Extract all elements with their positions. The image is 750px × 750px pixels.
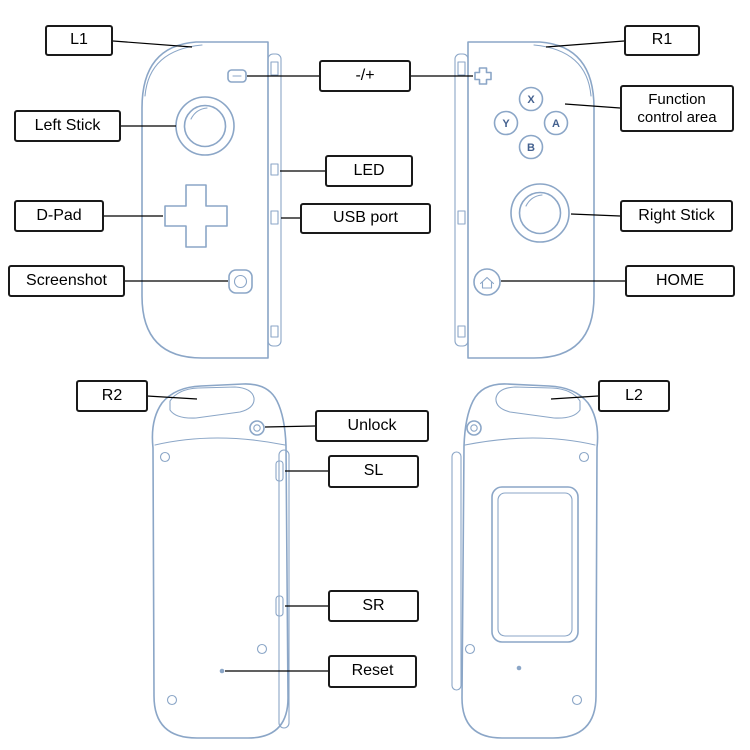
label-r2: R2 <box>76 380 148 412</box>
a-button-label: A <box>552 118 560 130</box>
screw-bottom <box>166 694 178 706</box>
screw-side <box>256 643 268 655</box>
label-unlock: Unlock <box>315 410 429 442</box>
plus-button <box>474 67 492 85</box>
right-stick-cap <box>518 191 562 235</box>
l2-trigger <box>495 386 581 419</box>
label-led: LED <box>325 155 413 187</box>
minus-button <box>227 69 247 83</box>
screenshot-button-inner <box>233 274 248 289</box>
label-minus-plus: -/+ <box>319 60 411 92</box>
sl-button <box>275 460 284 482</box>
label-l1: L1 <box>45 25 113 56</box>
sr-button <box>275 595 284 617</box>
rail-notch-mid <box>457 210 466 225</box>
back-panel-inner <box>497 492 573 637</box>
connector-l1 <box>112 40 193 48</box>
right-joycon-back <box>451 383 599 739</box>
a-button <box>543 110 569 136</box>
left-stick-highlight <box>190 107 208 120</box>
screenshot-button <box>228 269 253 294</box>
label-r1: R1 <box>624 25 700 56</box>
right-stick-highlight <box>525 194 543 207</box>
right-joycon-front-body <box>467 41 595 359</box>
rail-notch-top <box>270 61 279 76</box>
rail-notch-bottom <box>457 325 466 338</box>
rail-notch-top <box>457 61 466 76</box>
label-home: HOME <box>625 265 735 297</box>
label-dpad: D-Pad <box>14 200 104 232</box>
screw-top <box>159 451 171 463</box>
connector-l2 <box>550 395 599 400</box>
y-button-label: Y <box>502 118 510 130</box>
connector-lines <box>104 40 625 672</box>
connector-r1 <box>545 40 625 48</box>
connector-right-stick <box>570 213 621 217</box>
back-left-rail <box>278 449 290 729</box>
left-joycon-front <box>141 41 282 359</box>
unlock-button <box>249 420 265 436</box>
b-button <box>518 134 544 160</box>
right-rail <box>454 53 469 347</box>
label-function-control-area: Function control area <box>620 85 734 132</box>
label-l2: L2 <box>598 380 670 412</box>
right-joycon-front: X Y A B <box>454 41 595 359</box>
l1-shoulder-line <box>144 44 203 97</box>
unlock-button-right-inner <box>470 424 478 432</box>
reset-hole-right <box>516 665 522 671</box>
left-rail <box>267 53 282 347</box>
label-left-stick: Left Stick <box>14 110 121 142</box>
screw-side <box>464 643 476 655</box>
led-notch <box>270 163 279 176</box>
x-button <box>518 86 544 112</box>
label-right-stick: Right Stick <box>620 200 733 232</box>
label-sl: SL <box>328 455 419 488</box>
left-joycon-front-body <box>141 41 269 359</box>
usb-notch <box>270 210 279 225</box>
left-joycon-back <box>151 383 290 739</box>
r1-shoulder-line <box>533 44 592 97</box>
dpad-cross <box>164 184 228 248</box>
back-hump-line <box>154 437 286 446</box>
unlock-button-inner <box>253 424 261 432</box>
b-button-label: B <box>527 142 535 154</box>
screw-bottom <box>571 694 583 706</box>
left-joycon-back-body <box>151 383 289 739</box>
connector-unlock <box>264 425 316 428</box>
label-screenshot: Screenshot <box>8 265 125 297</box>
right-stick-outer-ring <box>510 183 570 243</box>
x-button-label: X <box>527 94 535 106</box>
back-hump-line <box>464 437 596 446</box>
label-usb-port: USB port <box>300 203 431 234</box>
back-panel <box>491 486 579 643</box>
reset-hole <box>219 668 225 674</box>
screw-top <box>578 451 590 463</box>
y-button <box>493 110 519 136</box>
r2-trigger <box>169 386 255 419</box>
home-icon <box>479 276 495 289</box>
unlock-button-right <box>466 420 482 436</box>
home-button <box>473 268 501 296</box>
label-sr: SR <box>328 590 419 622</box>
label-reset: Reset <box>328 655 417 688</box>
connector-function-area <box>564 103 621 109</box>
rail-notch-bottom <box>270 325 279 338</box>
connector-r2 <box>146 395 198 400</box>
left-stick-cap <box>183 104 227 148</box>
right-joycon-back-body <box>461 383 599 739</box>
back-right-rail <box>451 451 462 691</box>
